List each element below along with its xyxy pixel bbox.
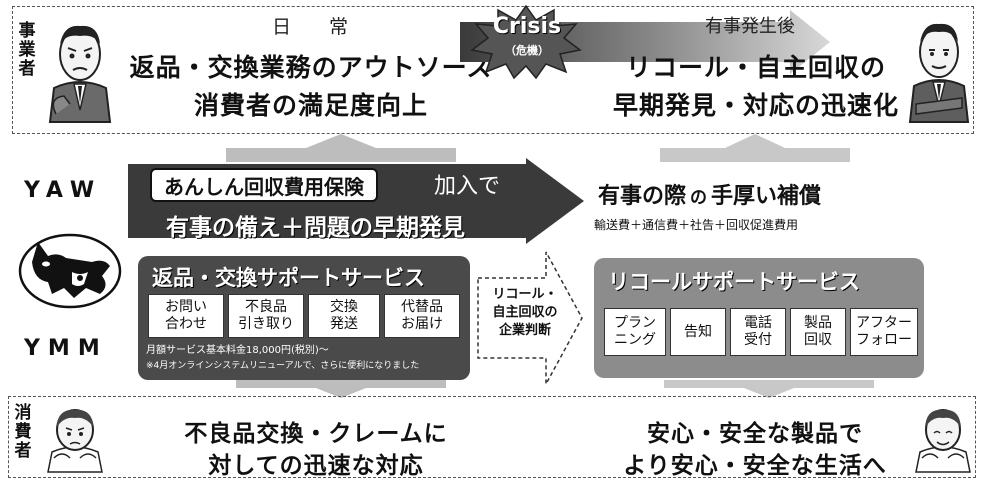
after-line-2: 早期発見・対応の迅速化	[612, 91, 899, 120]
down-arrow-left	[236, 380, 446, 398]
business-band	[12, 6, 974, 134]
businessman-worried-icon	[48, 25, 112, 123]
recall-step-notice: 告知	[670, 308, 726, 356]
recall-step-planning: プラン ニング	[604, 308, 666, 356]
insurance-box: あんしん回収費用保険	[150, 168, 378, 202]
daily-line-1: 返品・交換業務のアウトソース	[129, 53, 493, 82]
yaw-label: YAW	[24, 178, 103, 203]
join-label: 加入で	[434, 174, 501, 199]
compensation-title: 有事の際の手厚い補償	[598, 178, 821, 210]
compensation-detail: 輸送費＋通信費＋社告＋回収促進費用	[594, 218, 799, 232]
decision-line-2: 自主回収の	[492, 305, 558, 320]
consumer-right-line-1: 安心・安全な製品で	[647, 421, 863, 447]
daily-line-2: 消費者の満足度向上	[193, 91, 428, 120]
consumer-band	[8, 396, 976, 478]
black-cat-logo-icon	[18, 233, 122, 309]
crisis-label: Crisis	[492, 14, 562, 39]
business-side-label: 事 業 者	[16, 22, 38, 79]
consumer-left-line-2: 対しての迅速な対応	[208, 453, 424, 479]
return-note-2: ※4月オンラインシステムリニューアルで、さらに便利になりました	[146, 361, 420, 371]
consumer-worried-icon	[47, 409, 103, 473]
businessman-confident-icon	[908, 23, 970, 123]
comp-title-c: 手厚い補償	[711, 184, 822, 209]
after-crisis-title: 有事発生後	[705, 16, 795, 37]
crisis-sub-label: （危機）	[505, 44, 549, 57]
crisis-burst-icon	[470, 4, 582, 80]
side-char: 事	[18, 21, 36, 41]
decision-line-3: 企業判断	[498, 323, 551, 338]
return-note-1: 月額サービス基本料金18,000円(税別)〜	[146, 345, 329, 356]
return-support-title: 返品・交換サポートサービス	[152, 266, 425, 290]
comp-title-b: の	[690, 188, 708, 208]
insurance-sub-label: 有事の備え＋問題の早期発見	[166, 215, 465, 241]
consumer-right-line-2: より安心・安全な生活へ	[623, 453, 887, 479]
recall-support-title: リコールサポートサービス	[608, 270, 860, 294]
recall-step-call-center: 電話 受付	[730, 308, 786, 356]
return-step-delivery: 代替品 お届け	[384, 294, 460, 338]
consumer-happy-icon	[915, 409, 971, 473]
return-step-exchange: 交換 発送	[308, 294, 380, 338]
consumer-left-line-1: 不良品交換・クレームに	[184, 421, 448, 447]
side-char: 消	[14, 403, 32, 423]
up-arrow-right	[660, 134, 850, 162]
side-char: 費	[14, 422, 32, 442]
return-step-inquiry: お問い 合わせ	[148, 294, 224, 338]
side-char: 業	[18, 40, 36, 60]
recall-step-collection: 製品 回収	[790, 308, 846, 356]
ymm-label: YMM	[24, 336, 108, 361]
after-line-1: リコール・自主回収の	[625, 53, 886, 82]
side-char: 者	[18, 59, 36, 79]
up-arrow-left	[226, 134, 456, 162]
down-arrow-right	[664, 380, 874, 398]
comp-title-a: 有事の際	[598, 184, 687, 209]
return-step-pickup: 不良品 引き取り	[228, 294, 304, 338]
decision-dashed-arrow	[477, 251, 583, 385]
decision-label: リコール・ 自主回収の 企業判断	[478, 286, 572, 340]
daily-title: 日 常	[271, 16, 348, 38]
consumer-side-label: 消 費 者	[12, 404, 34, 461]
side-char: 者	[14, 441, 32, 461]
recall-step-aftercare: アフター フォロー	[850, 308, 918, 356]
decision-line-1: リコール・	[492, 287, 558, 302]
